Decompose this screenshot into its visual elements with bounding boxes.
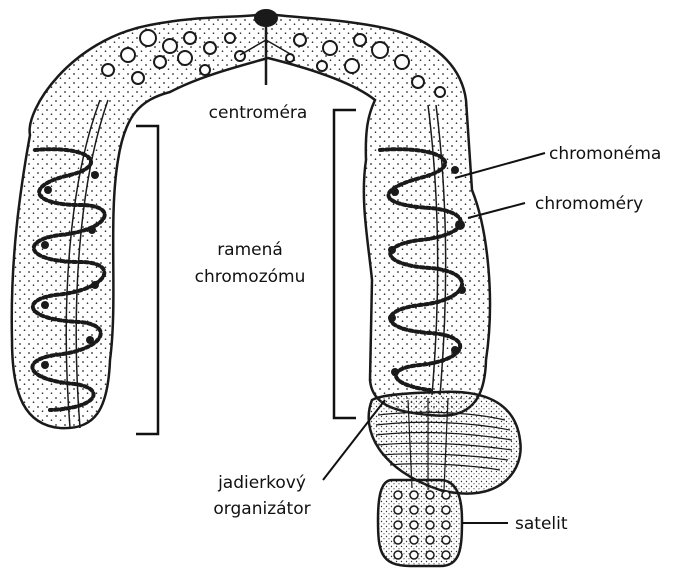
nucleolar-organizer-label-line2: organizátor: [213, 499, 310, 519]
chromomere-beads: [101, 29, 446, 98]
chromonema-label: chromonéma: [549, 144, 661, 164]
satellite-beads: [393, 490, 451, 560]
satellite-label: satelit: [515, 514, 568, 534]
chromosome-body: [10, 12, 492, 430]
chromosome-arms-label-line1: ramená: [217, 240, 283, 260]
chromosome-outline: [10, 12, 492, 430]
left-arm-bracket: [136, 124, 160, 436]
right-arm-bracket: [332, 108, 356, 420]
nucleolar-fibrils: [375, 397, 513, 491]
satellite: [376, 478, 464, 568]
chromosome-arms-label-line2: chromozómu: [195, 267, 306, 287]
dark-chromomeres: [41, 166, 466, 376]
chromomeres-leader: [467, 202, 526, 219]
centromere: [239, 9, 293, 85]
nucleolar-organizer-label-line1: jadierkový: [217, 473, 306, 493]
nucleolar-organizer-leader: [322, 399, 386, 481]
right-arm-axis-2: [435, 104, 447, 396]
chromonema-leader: [454, 152, 546, 179]
centromere-label: centroméra: [209, 103, 308, 123]
nucleolar-organizer: [367, 390, 522, 495]
left-arm-axis-2: [75, 99, 109, 429]
chromomeres-label: chromoméry: [535, 194, 643, 214]
right-arm-axis: [427, 104, 439, 396]
left-arm-axis: [65, 99, 101, 429]
left-chromonema-coil: [30, 147, 107, 412]
